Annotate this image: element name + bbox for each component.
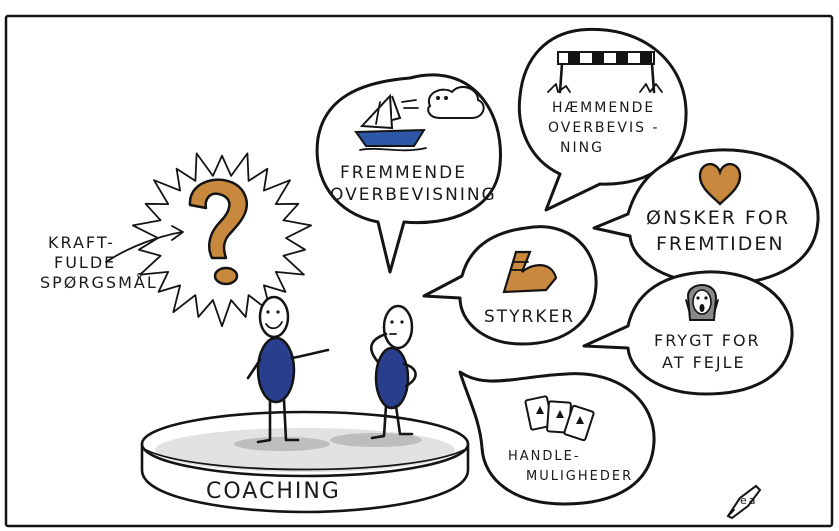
handwritten-label: OVERBEVISNING [330, 185, 497, 205]
outer-frame [4, 14, 834, 528]
figure-coach [246, 295, 330, 444]
question-burst [131, 152, 313, 328]
arrow-to-question [105, 231, 183, 263]
handwritten-label: OVERBEVIS - [548, 120, 659, 136]
handwritten-label: FREMMENDE [340, 163, 467, 183]
bubble-onsker: ØNSKER FOR FREMTIDEN [592, 148, 820, 286]
signature: ea [740, 494, 758, 507]
handwritten-label: KRAFT- [48, 233, 115, 252]
handwritten-label: SPØRGSMÅL [40, 273, 158, 292]
sailboat-icon [354, 85, 485, 152]
figure-coachee [370, 304, 417, 440]
flexed-arm-icon [502, 250, 558, 294]
bubble-fremmende: FREMMENDE OVERBEVISNING [315, 73, 502, 274]
shadow-left [234, 437, 330, 451]
scream-face-icon [685, 284, 719, 321]
handwritten-label: NING [560, 140, 604, 156]
shadow-right [330, 433, 422, 447]
heart-icon [698, 163, 742, 206]
handwritten-label: HÆMMENDE [552, 100, 655, 116]
handwritten-label: ØNSKER FOR [646, 207, 790, 229]
sunburst-shape [131, 152, 313, 328]
handwritten-label: MULIGHEDER [526, 469, 633, 484]
handwritten-label: FRYGT FOR [654, 331, 761, 350]
barrier-icon [547, 51, 663, 94]
bubble-handle: HANDLE- MULIGHEDER [458, 370, 656, 506]
handwritten-label: FULDE [54, 253, 116, 272]
bubble-frygt: FRYGT FOR AT FEJLE [582, 270, 794, 396]
arrow-head [171, 225, 184, 241]
bubble-haemmende: HÆMMENDE OVERBEVIS - NING [517, 27, 688, 212]
kraftfulde-label: KRAFT- FULDE SPØRGSMÅL [40, 233, 158, 292]
handwritten-label: HANDLE- [508, 449, 581, 464]
stage-label: COACHING [206, 479, 341, 504]
handwritten-label: FREMTIDEN [656, 233, 785, 255]
handwritten-label: STYRKER [484, 307, 575, 327]
coaching-stage: COACHING [140, 410, 470, 514]
pencil-icon: ea [726, 484, 762, 520]
bubble-styrker: STYRKER [422, 225, 598, 346]
question-mark-icon [188, 178, 249, 286]
handwritten-label: AT FEJLE [662, 353, 746, 372]
playing-cards-icon [524, 395, 595, 442]
